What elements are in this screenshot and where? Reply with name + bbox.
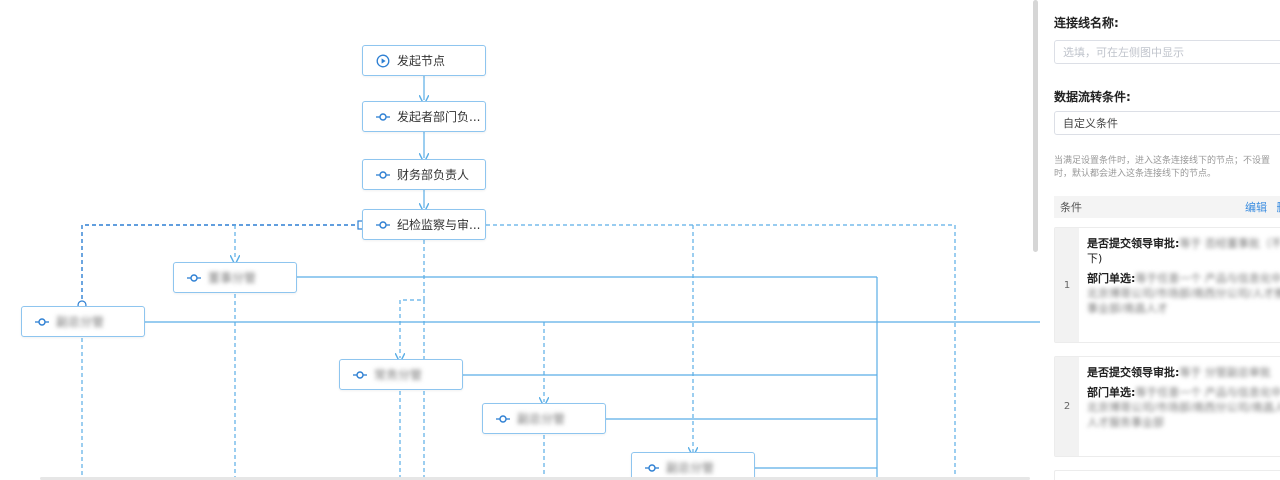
condition-hint-line: 当满足设置条件时，进入这条连接线下的节点；不设置 bbox=[1054, 156, 1271, 166]
delete-condition-link[interactable]: 删 bbox=[1277, 201, 1280, 214]
flow-node-start[interactable]: 发起节点 bbox=[362, 45, 486, 76]
edge-selected[interactable] bbox=[81, 224, 362, 304]
condition-value: 等于 分管副总审批 bbox=[1179, 366, 1271, 379]
condition-key: 部门单选: bbox=[1087, 272, 1136, 285]
condition-card[interactable] bbox=[1054, 470, 1280, 480]
flow-node-label: 副总分管 bbox=[517, 412, 566, 426]
flow-node-label: 董事分管 bbox=[208, 271, 257, 285]
flow-node-b3[interactable]: 常务分管 bbox=[339, 359, 463, 390]
edit-condition-link[interactable]: 编辑 bbox=[1245, 201, 1267, 214]
flow-node-label: 常务分管 bbox=[374, 368, 423, 382]
condition-header-label: 条件 bbox=[1060, 201, 1082, 214]
condition-number: 1 bbox=[1055, 228, 1079, 342]
flow-condition-select[interactable]: 自定义条件 bbox=[1054, 111, 1280, 135]
flow-node-b2[interactable]: 副总分管 bbox=[21, 306, 145, 337]
play-circle-icon bbox=[375, 53, 391, 69]
canvas-horizontal-scrollbar[interactable] bbox=[40, 477, 1030, 480]
condition-card[interactable]: 1 是否提交领导审批:等于 否经董事批（不 下) 部门单选:等于任意一个 产品与… bbox=[1054, 227, 1280, 343]
flow-node-label: 副总分管 bbox=[666, 461, 715, 475]
flow-node-b4[interactable]: 副总分管 bbox=[482, 403, 606, 434]
node-icon bbox=[375, 217, 391, 233]
edge-name-label: 连接线名称: bbox=[1054, 16, 1119, 30]
edge-n3-b5[interactable] bbox=[486, 224, 956, 480]
canvas-vertical-scrollbar[interactable] bbox=[1033, 0, 1038, 252]
node-icon bbox=[644, 460, 660, 476]
flow-canvas[interactable]: 发起节点 发起者部门负... 财务部负责人 纪检监察与审... 董事分管 副总分… bbox=[0, 0, 1040, 480]
flow-node-label: 纪检监察与审... bbox=[397, 218, 481, 232]
condition-card[interactable]: 2 是否提交领导审批:等于 分管副总审批 部门单选:等于任意一个 产品与信息化中… bbox=[1054, 356, 1280, 457]
condition-value: 等于任意一个 产品与信息化中 bbox=[1135, 272, 1280, 285]
flow-node-label: 副总分管 bbox=[56, 315, 105, 329]
condition-hint: 当满足设置条件时，进入这条连接线下的节点；不设置 时，默认都会进入这条连接线下的… bbox=[1054, 155, 1280, 181]
node-icon bbox=[375, 167, 391, 183]
condition-value: 等于任意一个 产品与信息化中 bbox=[1135, 386, 1280, 399]
node-icon bbox=[352, 367, 368, 383]
condition-number: 2 bbox=[1055, 357, 1079, 456]
flow-node-n2[interactable]: 财务部负责人 bbox=[362, 159, 486, 190]
flow-node-b1[interactable]: 董事分管 bbox=[173, 262, 297, 293]
condition-value: 事业部/南昌人才 bbox=[1087, 302, 1168, 315]
condition-value: 下) bbox=[1087, 252, 1103, 265]
condition-hint-line: 时，默认都会进入这条连接线下的节点。 bbox=[1054, 169, 1217, 179]
node-icon bbox=[375, 109, 391, 125]
condition-value: 人才服务事业部 bbox=[1087, 416, 1164, 429]
flow-node-b5[interactable]: 副总分管 bbox=[631, 452, 755, 480]
flow-node-label: 发起节点 bbox=[397, 54, 446, 68]
flow-edges bbox=[77, 76, 1040, 480]
condition-value: 北京博哥公司/市场部/南西分公司/南昌人 bbox=[1087, 401, 1280, 414]
node-icon bbox=[495, 411, 511, 427]
condition-key: 是否提交领导审批: bbox=[1087, 366, 1180, 379]
edge-properties-panel: 连接线名称: 选填，可在左侧图中显示 数据流转条件: 自定义条件 当满足设置条件… bbox=[1040, 0, 1280, 480]
flow-node-n1[interactable]: 发起者部门负... bbox=[362, 101, 486, 132]
node-icon bbox=[34, 314, 50, 330]
flow-node-label: 财务部负责人 bbox=[397, 168, 470, 182]
condition-value: 等于 否经董事批（不 bbox=[1179, 237, 1280, 250]
node-icon bbox=[186, 270, 202, 286]
condition-table-header: 条件 编辑 删 bbox=[1054, 196, 1280, 218]
condition-key: 部门单选: bbox=[1087, 386, 1136, 399]
condition-key: 是否提交领导审批: bbox=[1087, 237, 1180, 250]
edge-n3-b3[interactable] bbox=[400, 240, 425, 358]
condition-value: 北京博哥公司/市场部/南西分公司/人才推 bbox=[1087, 287, 1280, 300]
edge-name-input[interactable]: 选填，可在左侧图中显示 bbox=[1054, 40, 1280, 64]
flow-node-n3[interactable]: 纪检监察与审... bbox=[362, 209, 486, 240]
flow-condition-label: 数据流转条件: bbox=[1054, 90, 1131, 104]
flow-node-label: 发起者部门负... bbox=[397, 110, 481, 124]
